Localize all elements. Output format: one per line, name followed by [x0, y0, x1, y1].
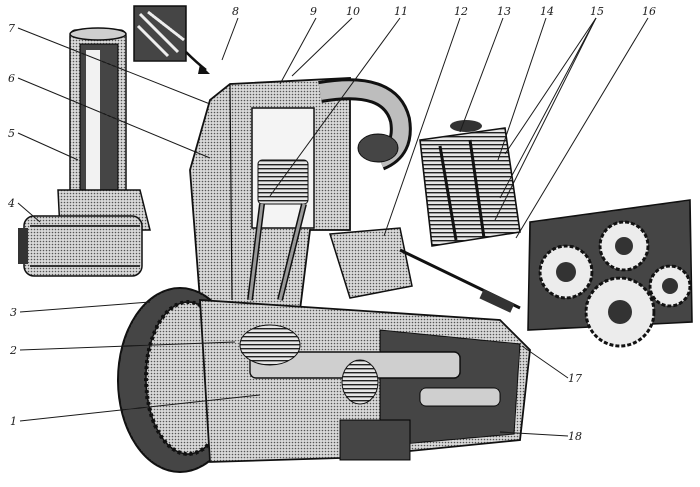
leader-line-15	[494, 17, 597, 221]
callout-label-5: 5	[8, 127, 15, 140]
callout-label-15: 15	[590, 5, 604, 18]
leader-line-14	[497, 17, 547, 161]
callout-label-11: 11	[394, 5, 408, 18]
leader-line-16	[515, 17, 649, 239]
callout-label-2: 2	[9, 344, 17, 357]
leader-line-6	[17, 77, 211, 159]
leader-line-3	[19, 301, 151, 313]
leader-line-9	[279, 17, 317, 85]
leader-line-10	[291, 17, 353, 77]
callout-label-12: 12	[454, 5, 468, 18]
leader-line-1	[19, 394, 261, 422]
crankcase	[199, 299, 531, 463]
callout-label-1: 1	[10, 415, 17, 428]
leader-line-12	[383, 17, 461, 237]
callout-label-4: 4	[7, 197, 15, 210]
callout-label-9: 9	[310, 5, 317, 18]
callout-label-6: 6	[8, 72, 15, 85]
leader-line-18	[499, 431, 569, 437]
callout-label-3: 3	[10, 306, 17, 319]
callout-label-7: 7	[8, 22, 15, 35]
callout-label-14: 14	[540, 5, 554, 18]
leader-line-15	[504, 17, 597, 155]
inset-detail	[133, 5, 210, 74]
callout-label-10: 10	[346, 5, 360, 18]
leader-line-13	[459, 17, 504, 133]
callout-label-13: 13	[497, 5, 511, 18]
leader-line-5	[17, 132, 79, 161]
leader-line-2	[19, 341, 236, 351]
callout-label-8: 8	[232, 5, 239, 18]
leader-line-4	[17, 202, 41, 223]
leader-line-17	[521, 345, 569, 379]
callout-label-18: 18	[568, 430, 582, 443]
starter-motor	[18, 215, 143, 277]
carburetor	[329, 227, 521, 313]
callout-label-17: 17	[568, 372, 582, 385]
engine-block	[189, 77, 412, 311]
leader-line-11	[269, 17, 401, 197]
callout-label-16: 16	[642, 5, 656, 18]
ignition-unit	[419, 120, 521, 247]
leader-line-8	[221, 17, 239, 61]
gear-train	[527, 199, 693, 348]
leader-line-15	[499, 17, 597, 199]
leader-line-7	[17, 27, 211, 105]
